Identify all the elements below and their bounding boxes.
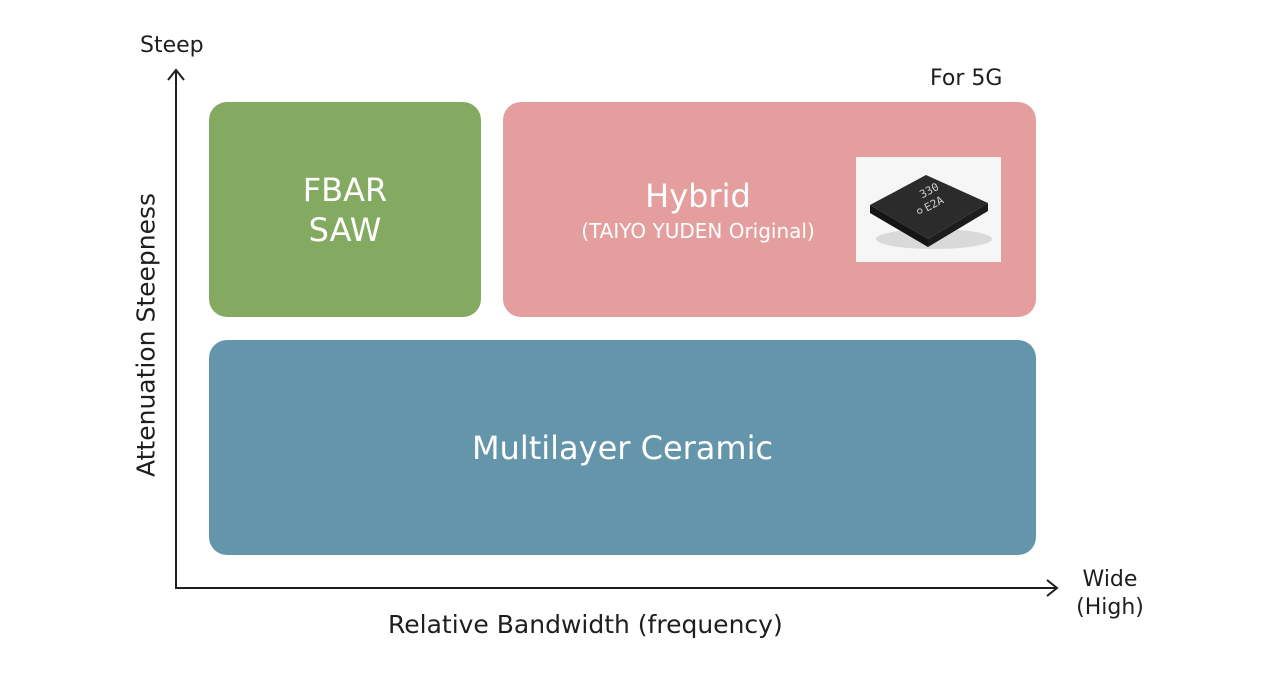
multilayer-ceramic-box: Multilayer Ceramic [209, 340, 1036, 555]
x-axis-end-label-line1: Wide [1082, 567, 1138, 592]
saw-label: SAW [308, 210, 382, 249]
y-axis-top-label: Steep [140, 33, 204, 58]
hybrid-text: Hybrid (TAIYO YUDEN Original) [533, 176, 863, 244]
x-axis-end-label: Wide (High) [1070, 566, 1150, 622]
multilayer-ceramic-label: Multilayer Ceramic [471, 428, 774, 467]
chip-image: 330 E2A [856, 157, 1001, 262]
chip-pin1-dot [917, 208, 923, 214]
x-axis-title: Relative Bandwidth (frequency) [388, 610, 783, 639]
chip-photo: 330 E2A [856, 157, 1001, 262]
hybrid-box: Hybrid (TAIYO YUDEN Original) 330 E2A [503, 102, 1036, 317]
y-axis-arrowhead [167, 68, 185, 81]
hybrid-title: Hybrid [645, 177, 751, 215]
fbar-label: FBAR [302, 170, 388, 209]
chip-front-face [928, 203, 988, 247]
for-5g-label: For 5G [930, 66, 1003, 91]
chip-side-face [870, 205, 928, 247]
x-axis-end-label-line2: (High) [1076, 595, 1144, 620]
chip-top-face [870, 175, 988, 239]
hybrid-subtitle: (TAIYO YUDEN Original) [581, 219, 815, 243]
x-axis-arrowhead [1046, 579, 1059, 597]
y-axis-title: Attenuation Steepness [131, 192, 161, 478]
fbar-saw-box: FBAR SAW [209, 102, 481, 317]
